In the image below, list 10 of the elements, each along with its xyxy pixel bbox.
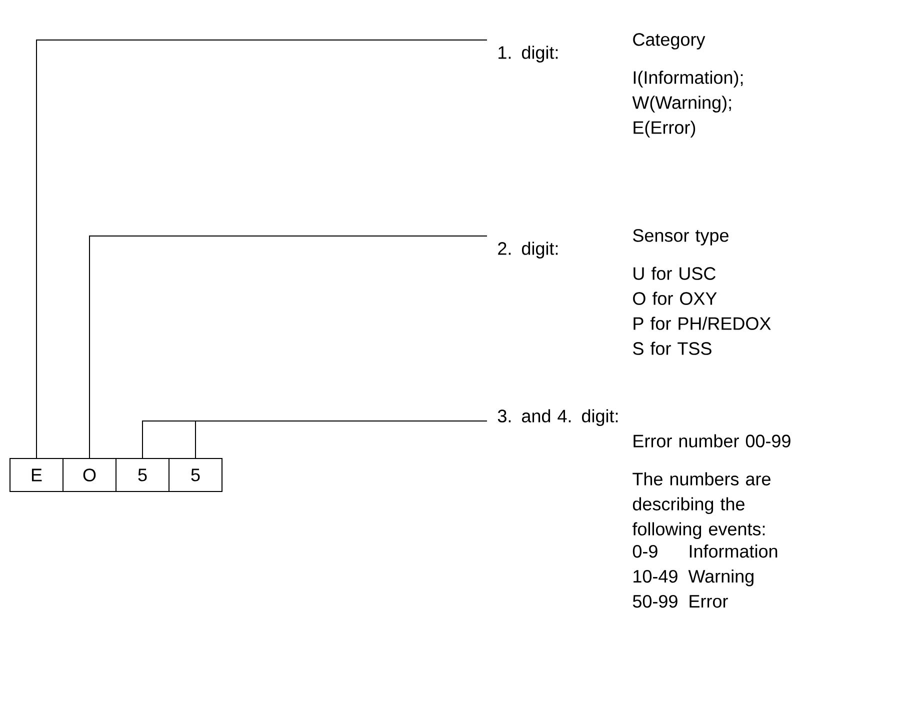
leader-line [89, 236, 488, 458]
digit-cell: O [62, 458, 116, 492]
code-description: 3. and 4. digit: Error number 00-99 The numbers are describing the following events: 0-9 Information 10-49 Warning 50-99 Error [498, 409, 790, 608]
code-description: 1. digit: Category I(Information); W(Warning); E(Error) [498, 33, 743, 138]
code-description: 2. digit: Sensor type U for USC O for OXY P for PH/REDOX S for TSS [498, 229, 771, 355]
leader-line [36, 40, 488, 458]
digit-cell: 5 [168, 458, 222, 492]
digit-cell: 5 [116, 458, 170, 492]
leader-line [195, 420, 488, 458]
digit-cell: E [10, 458, 64, 492]
